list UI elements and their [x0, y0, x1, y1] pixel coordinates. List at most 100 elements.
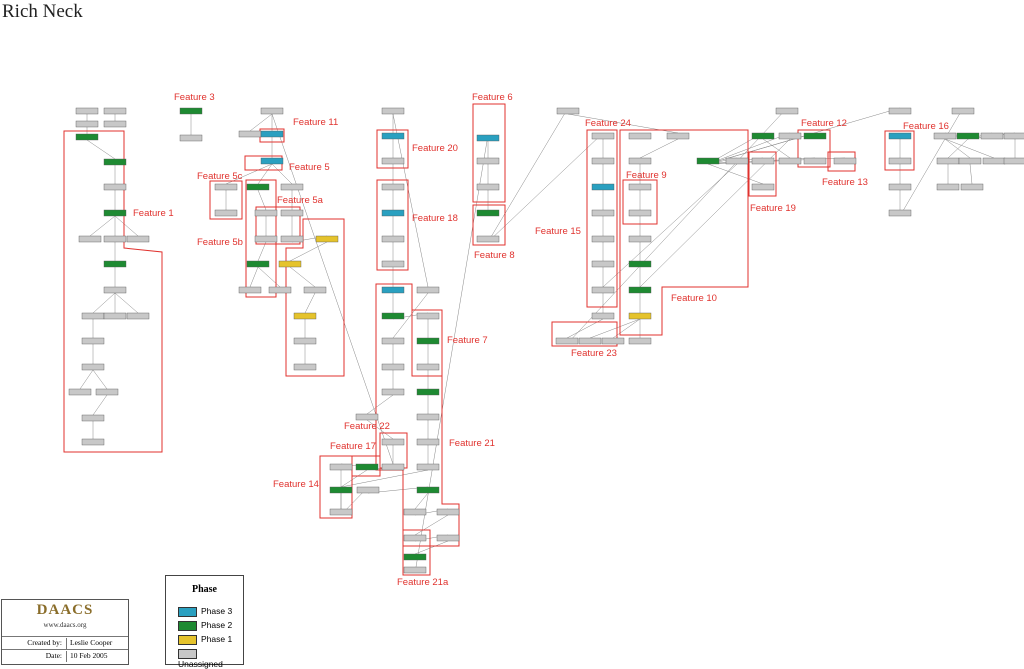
context-node	[982, 157, 1006, 165]
context-node	[628, 260, 652, 268]
context-node	[238, 286, 262, 294]
matrix-edge	[392, 113, 429, 288]
context-node	[356, 486, 380, 494]
context-node	[303, 286, 327, 294]
legend-swatch-phase3	[178, 606, 197, 617]
feature-outline	[472, 103, 506, 203]
context-node	[381, 183, 405, 191]
context-node	[315, 235, 339, 243]
context-node	[803, 157, 827, 165]
legend-swatch-phase2	[178, 620, 197, 631]
context-node	[578, 337, 602, 345]
context-node	[381, 286, 405, 294]
matrix-edge	[86, 139, 116, 160]
feature-outline	[245, 179, 277, 298]
feature-label: Feature 20	[412, 143, 458, 154]
context-node	[103, 260, 127, 268]
context-node	[254, 235, 278, 243]
context-node	[416, 486, 440, 494]
context-node	[68, 388, 92, 396]
context-node	[293, 312, 317, 320]
context-node	[775, 107, 799, 115]
feature-label: Feature 5c	[197, 171, 243, 182]
context-node	[951, 107, 975, 115]
date-row: Date: 10 Feb 2005	[2, 649, 128, 662]
context-node	[416, 337, 440, 345]
matrix-edge	[366, 394, 394, 415]
context-node	[280, 183, 304, 191]
context-node	[254, 209, 278, 217]
context-node	[591, 235, 615, 243]
context-node	[246, 183, 270, 191]
context-node	[476, 183, 500, 191]
matrix-edge	[639, 138, 679, 159]
daacs-logo: DAACS	[36, 602, 94, 618]
feature-label: Feature 8	[474, 250, 515, 261]
context-node	[591, 209, 615, 217]
matrix-edge	[114, 292, 139, 314]
context-node	[75, 133, 99, 141]
feature-label: Feature 3	[174, 92, 215, 103]
context-node	[381, 157, 405, 165]
page-title: Rich Neck	[2, 1, 83, 22]
feature-label: Feature 7	[447, 335, 488, 346]
feature-label: Feature 17	[330, 441, 376, 452]
context-node	[591, 286, 615, 294]
matrix-edge	[289, 266, 316, 288]
context-node	[103, 209, 127, 217]
context-node	[751, 183, 775, 191]
phase-legend: Phase Phase 3 Phase 2 Phase 1 Unassigned	[165, 575, 244, 669]
context-node	[293, 337, 317, 345]
legend-item-phase2: Phase 2	[178, 620, 232, 632]
context-node	[416, 286, 440, 294]
context-node	[103, 286, 127, 294]
context-node	[591, 132, 615, 140]
context-node	[81, 363, 105, 371]
legend-item-unassigned: Unassigned	[178, 648, 243, 669]
feature-label: Feature 5b	[197, 237, 243, 248]
context-node	[416, 463, 440, 471]
context-node	[628, 209, 652, 217]
context-node	[126, 312, 150, 320]
context-node	[81, 438, 105, 446]
feature-label: Feature 11	[293, 117, 338, 128]
context-node	[628, 337, 652, 345]
matrix-edge	[79, 369, 94, 390]
feature-outline	[255, 206, 301, 245]
feature-outline	[285, 218, 345, 377]
feature-outline	[586, 129, 618, 308]
context-node	[936, 157, 960, 165]
context-node	[75, 120, 99, 128]
context-node	[591, 183, 615, 191]
legend-item-phase1: Phase 1	[178, 634, 232, 646]
matrix-edge	[944, 138, 995, 159]
matrix-edge	[366, 419, 394, 440]
context-node	[179, 107, 203, 115]
matrix-edge	[392, 292, 429, 339]
feature-outline	[376, 129, 409, 169]
context-node	[1003, 132, 1024, 140]
feature-label: Feature 18	[412, 213, 458, 224]
legend-swatch-phase1	[178, 634, 197, 645]
feature-label: Feature 13	[822, 177, 868, 188]
feature-outline	[472, 204, 506, 246]
matrix-edge	[414, 134, 489, 574]
context-node	[803, 132, 827, 140]
matrix-edge	[487, 107, 569, 243]
context-node	[381, 363, 405, 371]
context-node	[81, 312, 105, 320]
context-node	[403, 553, 427, 561]
matrix-edge	[271, 113, 394, 465]
context-node	[416, 312, 440, 320]
context-node	[416, 388, 440, 396]
feature-outline	[376, 179, 409, 271]
matrix-edge	[589, 318, 641, 339]
context-node	[556, 107, 580, 115]
context-node	[436, 534, 460, 542]
context-node	[355, 463, 379, 471]
context-node	[260, 157, 284, 165]
context-node	[591, 260, 615, 268]
feature-outline	[622, 179, 658, 225]
feature-label: Feature 15	[535, 226, 581, 237]
matrix-edge	[114, 215, 139, 237]
